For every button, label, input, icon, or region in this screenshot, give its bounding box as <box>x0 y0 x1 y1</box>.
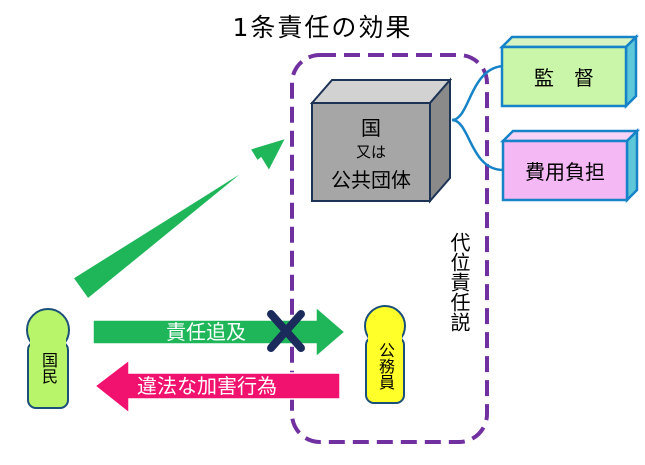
arrow-pursuit-official-label: 責任追及 <box>166 320 246 344</box>
cost-label: 費用負担 <box>525 160 605 184</box>
arrow-pursuit-diagonal <box>71 136 288 301</box>
vicarious-label: 代位責任説 <box>447 232 471 332</box>
blocked-cross-icon <box>267 310 305 352</box>
official-label: 公務員 <box>376 342 395 390</box>
entity-label-line2: 又は <box>355 143 386 161</box>
entity-box <box>309 77 453 204</box>
citizen-label: 国民 <box>39 352 58 384</box>
arrow-pursuit-official <box>92 305 347 359</box>
cost-box <box>499 127 641 204</box>
page-title: 1条責任の効果 <box>232 13 413 42</box>
vicarious-boundary <box>290 53 489 444</box>
arrow-illegal-act <box>93 358 341 415</box>
citizen-figure <box>26 308 70 409</box>
official-figure <box>364 305 406 404</box>
arrow-illegal-label: 違法な加害行為 <box>137 374 277 398</box>
connector-lines <box>451 64 506 172</box>
entity-label-line1: 国 <box>361 116 381 140</box>
supervision-label: 監 督 <box>534 66 594 90</box>
entity-label-line3: 公共団体 <box>331 168 411 192</box>
supervision-box <box>498 33 640 110</box>
